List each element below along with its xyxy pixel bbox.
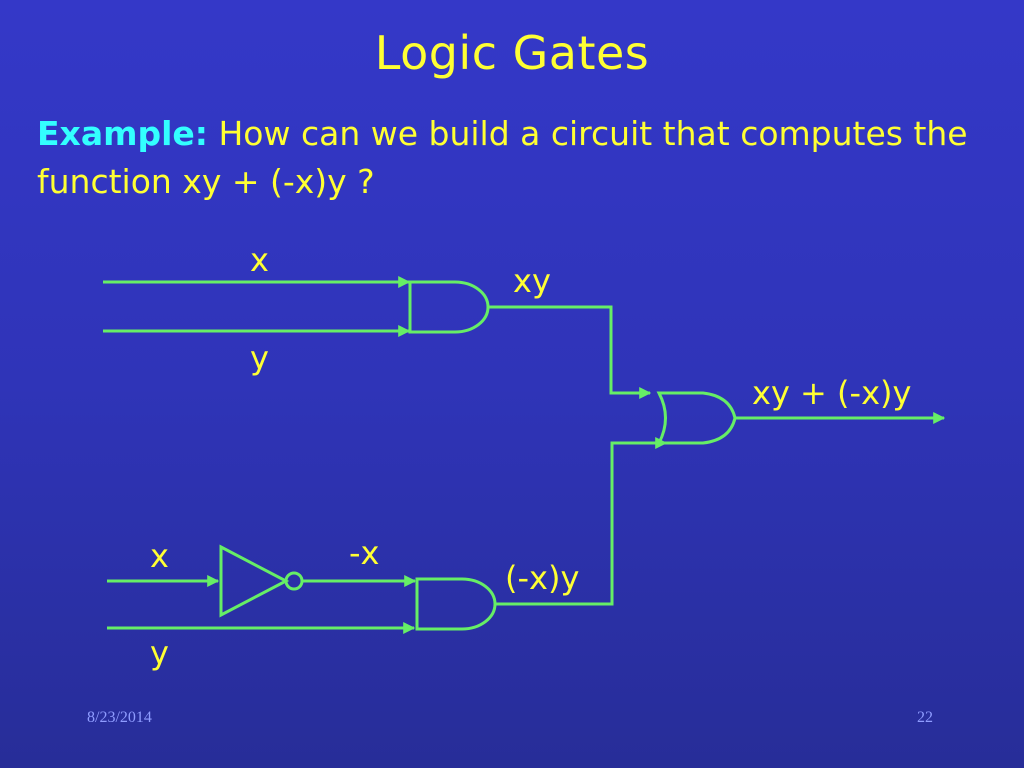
wire-and-bottom-to-or (495, 437, 668, 606)
and-gate-bottom (415, 577, 497, 631)
label-not-output: -x (349, 534, 379, 572)
question-lead: Example: (37, 114, 208, 153)
wire-and-top-to-or (488, 305, 652, 399)
footer-page-number: 22 (917, 709, 933, 726)
slide-title: Logic Gates (374, 26, 650, 80)
label-not-input-x: x (150, 537, 169, 575)
label-and1-output: xy (513, 262, 551, 300)
label-or-output: xy + (-x)y (752, 374, 911, 412)
or-gate (656, 391, 737, 445)
question-body: How can we build a circuit that computes… (37, 114, 968, 201)
question-text: Example: How can we build a circuit that… (37, 110, 997, 206)
footer-date: 8/23/2014 (87, 709, 152, 726)
label-and2-input-y: y (150, 634, 169, 672)
label-and1-input-y: y (250, 339, 269, 377)
and-gate-top (408, 280, 490, 334)
not-gate (219, 544, 290, 618)
label-and2-output: (-x)y (505, 559, 579, 597)
label-and1-input-x: x (250, 241, 269, 279)
